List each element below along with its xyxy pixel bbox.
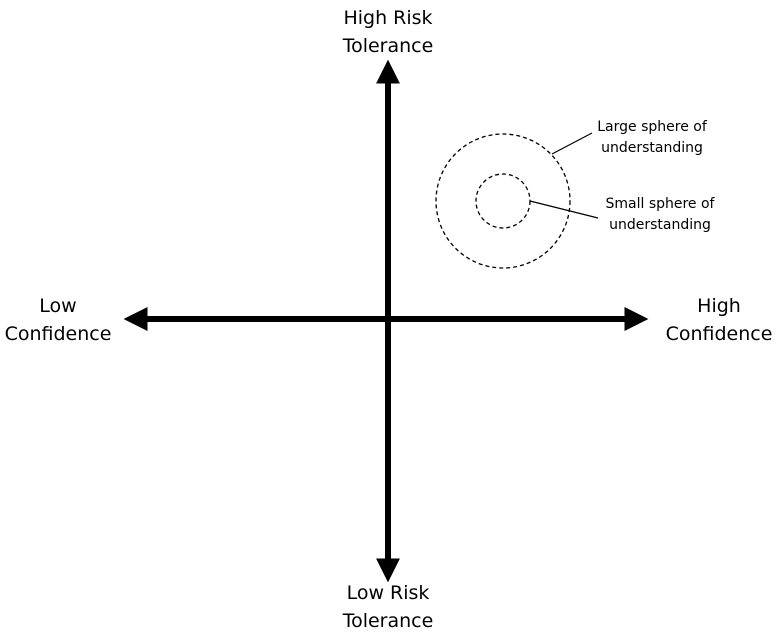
left-axis-label-line2: Confidence xyxy=(4,323,112,345)
top-axis-label-line1: High Risk xyxy=(343,7,433,29)
bottom-axis-label-line1: Low Risk xyxy=(346,582,430,604)
left-axis-label: Low Confidence xyxy=(0,292,116,348)
left-axis-label-line1: Low xyxy=(39,295,77,317)
small-sphere-leader-line xyxy=(529,200,599,219)
right-axis-label-line1: High xyxy=(697,295,741,317)
bottom-axis-label: Low Risk Tolerance xyxy=(318,579,458,635)
large-sphere-callout-line1: Large sphere of xyxy=(597,119,707,135)
large-sphere-leader-line xyxy=(551,132,593,155)
small-sphere-callout-line2: understanding xyxy=(609,217,711,233)
top-axis-label: High Risk Tolerance xyxy=(318,4,458,60)
small-sphere-callout-line1: Small sphere of xyxy=(605,196,715,212)
large-sphere-callout: Large sphere of understanding xyxy=(584,117,720,159)
right-axis-label: High Confidence xyxy=(660,292,778,348)
top-axis-label-line2: Tolerance xyxy=(342,35,434,57)
bottom-axis-label-line2: Tolerance xyxy=(342,610,434,632)
large-sphere-circle xyxy=(435,133,571,269)
right-axis-label-line2: Confidence xyxy=(665,323,773,345)
large-sphere-callout-line2: understanding xyxy=(601,140,703,156)
small-sphere-circle xyxy=(475,173,531,229)
small-sphere-callout: Small sphere of understanding xyxy=(592,194,728,236)
